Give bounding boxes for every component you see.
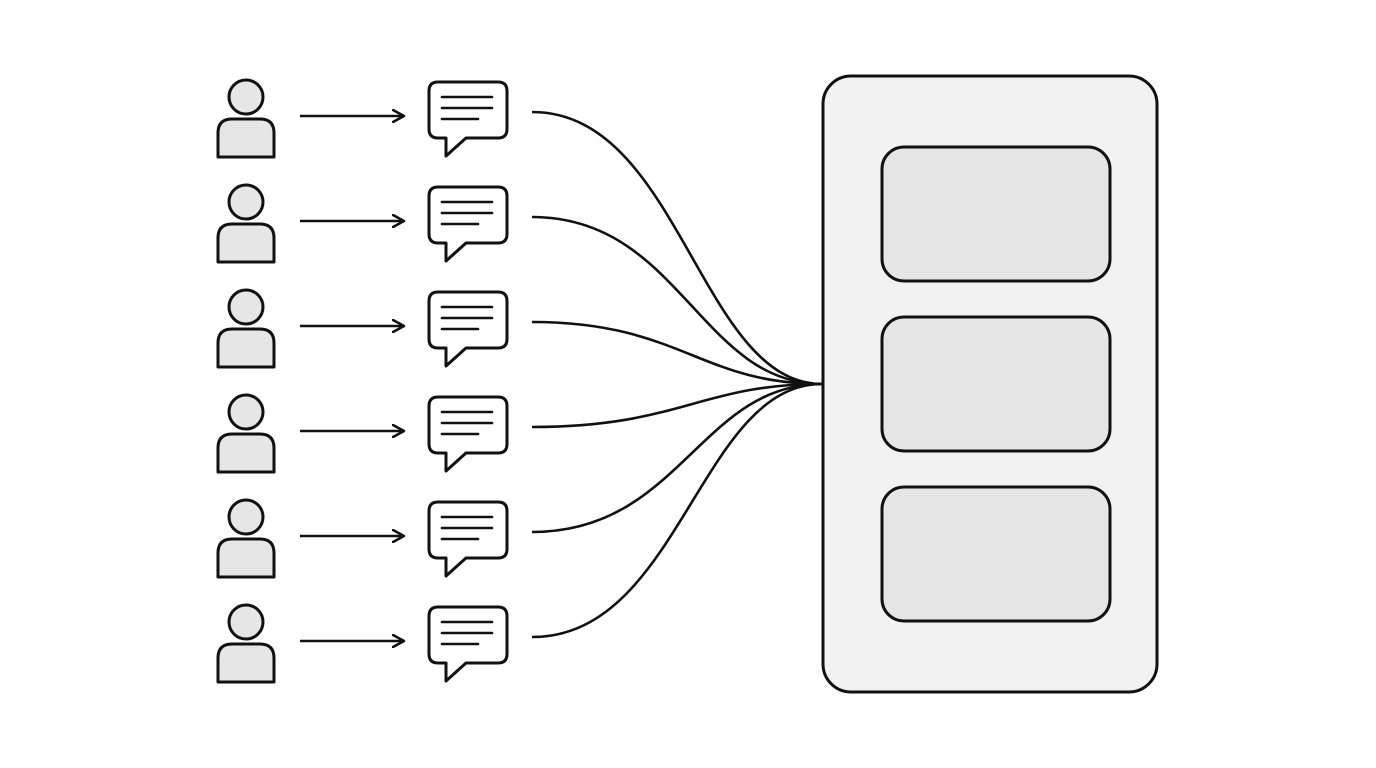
row-layer bbox=[216, 78, 509, 684]
message-to-container-curve bbox=[531, 215, 823, 386]
message-to-container-curve bbox=[531, 382, 823, 534]
message-to-container-curve bbox=[531, 382, 823, 639]
chat-message-icon bbox=[427, 500, 509, 578]
chat-message-icon bbox=[427, 605, 509, 683]
chat-message-icon bbox=[427, 185, 509, 263]
panel-container bbox=[821, 74, 1159, 694]
message-to-container-curve bbox=[531, 110, 823, 386]
diagram-row bbox=[216, 603, 509, 684]
container-layer bbox=[821, 74, 1159, 694]
user-icon bbox=[216, 498, 276, 579]
diagram-row bbox=[216, 393, 509, 474]
chat-message-icon bbox=[427, 290, 509, 368]
message-to-container-curve bbox=[531, 320, 823, 386]
diagram-row bbox=[216, 183, 509, 264]
connector-layer bbox=[531, 110, 823, 639]
diagram-row bbox=[216, 288, 509, 369]
chat-message-icon bbox=[427, 80, 509, 158]
message-to-container-curve bbox=[531, 382, 823, 429]
container-slot bbox=[880, 485, 1112, 623]
container-slot bbox=[880, 145, 1112, 283]
user-icon bbox=[216, 288, 276, 369]
diagram-row bbox=[216, 498, 509, 579]
container-slot bbox=[880, 315, 1112, 453]
user-icon bbox=[216, 393, 276, 474]
diagram-row bbox=[216, 78, 509, 159]
user-icon bbox=[216, 78, 276, 159]
user-icon bbox=[216, 183, 276, 264]
chat-message-icon bbox=[427, 395, 509, 473]
user-icon bbox=[216, 603, 276, 684]
